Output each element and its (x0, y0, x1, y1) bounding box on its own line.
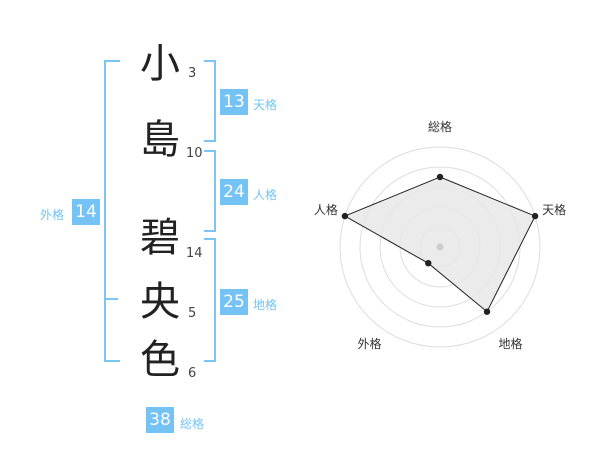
chikaku-label: 地格 (253, 298, 278, 312)
radar-point-1 (531, 212, 539, 220)
radar-axis-label-1: 天格 (542, 202, 566, 217)
stroke-count-4: 5 (188, 306, 197, 321)
gaikaku-bracket-divider (104, 298, 118, 300)
radar-point-2 (483, 308, 491, 315)
name-char-2: 島 (140, 117, 180, 163)
gaikaku-label: 外格 (40, 208, 65, 222)
stroke-count-1: 3 (188, 66, 197, 81)
stroke-count-3: 14 (186, 246, 203, 261)
radar-points (341, 173, 539, 315)
chikaku-value: 25 (220, 289, 248, 315)
stroke-count-2: 10 (186, 146, 203, 161)
name-char-4: 央 (140, 279, 180, 325)
tenkaku-value: 13 (220, 89, 248, 115)
gaikaku-value: 14 (72, 199, 100, 225)
radar-center-dot (436, 243, 444, 251)
name-char-1: 小 (140, 41, 180, 87)
jinkaku-value: 24 (220, 179, 248, 205)
radar-point-4 (341, 212, 349, 220)
name-char-5: 色 (140, 337, 180, 383)
radar-axis-label-3: 外格 (357, 336, 381, 351)
tenkaku-bracket (204, 60, 216, 142)
chikaku-bracket (204, 238, 216, 362)
soukaku-value: 38 (146, 407, 174, 433)
jinkaku-label: 人格 (253, 188, 278, 202)
radar-point-3 (425, 259, 432, 267)
gaikaku-bracket (104, 60, 120, 362)
soukaku-label: 総格 (180, 417, 205, 431)
radar-axis-label-4: 人格 (314, 202, 338, 217)
radar-point-0 (436, 173, 444, 181)
jinkaku-bracket (204, 150, 216, 232)
radar-axis-label-0: 総格 (428, 119, 452, 134)
stroke-count-5: 6 (188, 366, 197, 381)
name-char-3: 碧 (140, 215, 180, 261)
radar-axis-label-2: 地格 (498, 336, 522, 351)
tenkaku-label: 天格 (253, 98, 278, 112)
